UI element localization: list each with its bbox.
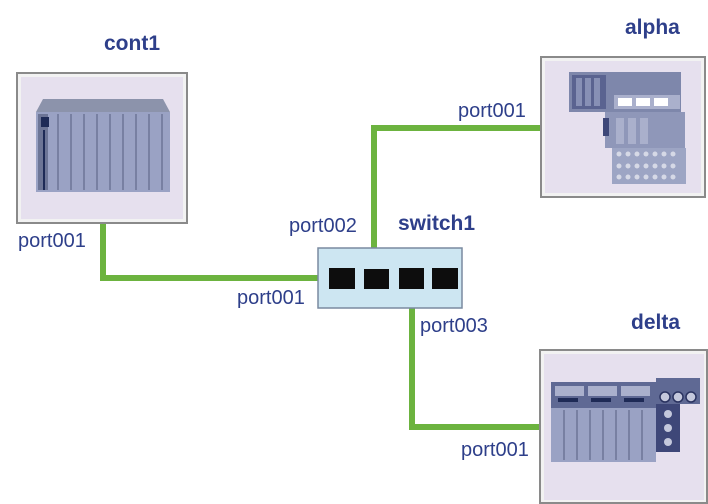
switch1-title: switch1	[398, 212, 476, 235]
alpha-title: alpha	[625, 16, 680, 39]
cont1-title: cont1	[104, 32, 161, 55]
plc-rack-icon	[36, 99, 170, 192]
cont1-port-label: port001	[18, 230, 86, 252]
link-switch1-alpha[interactable]	[371, 125, 544, 273]
delta-title: delta	[631, 311, 681, 334]
switch-port-4[interactable]	[432, 268, 458, 289]
link-cont1-switch1[interactable]	[100, 221, 321, 281]
switch-port-3[interactable]	[399, 268, 424, 289]
switch1-port001-label: port001	[237, 287, 305, 309]
io-module-icon	[569, 72, 686, 184]
delta-port-label: port001	[461, 439, 529, 461]
alpha-port-label: port001	[458, 100, 526, 122]
switch-port-1[interactable]	[329, 268, 355, 289]
switch1-port003-label: port003	[420, 315, 488, 337]
io-station-icon	[551, 378, 700, 462]
delta-device[interactable]	[539, 349, 708, 504]
switch1-port002-label: port002	[289, 215, 357, 237]
link-switch1-delta[interactable]	[409, 283, 544, 430]
switch1-device[interactable]	[317, 247, 463, 309]
alpha-device[interactable]	[540, 56, 706, 198]
switch-port-2[interactable]	[364, 269, 389, 289]
cont1-device[interactable]	[16, 72, 188, 224]
links	[100, 125, 544, 430]
